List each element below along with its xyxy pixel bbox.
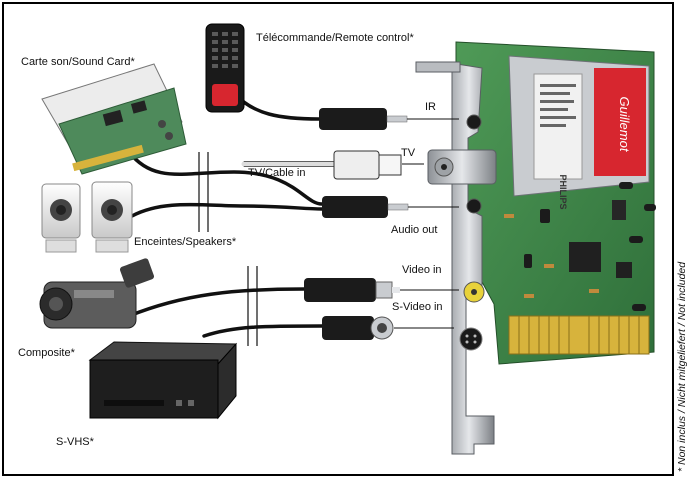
speakers	[41, 181, 133, 253]
audio-out-jack	[466, 198, 482, 214]
camcorder-cable	[127, 287, 306, 318]
tv-cable-in-label: TV/Cable in	[248, 167, 306, 179]
composite-label: Composite*	[18, 347, 75, 359]
tv-coax-plug	[333, 150, 380, 180]
video-in-label: Video in	[402, 264, 442, 276]
chip-small	[616, 262, 632, 278]
camcorder	[39, 258, 155, 329]
tv-antenna-cable-outline	[243, 161, 335, 167]
guillemot-logo: Guillemot	[617, 97, 632, 153]
ir-jack	[466, 114, 482, 130]
soundcard-cable	[127, 150, 324, 206]
svideo-in-label: S-Video in	[392, 301, 443, 313]
sound-card-label: Carte son/Sound Card*	[21, 56, 135, 68]
ir-label: IR	[425, 101, 436, 113]
ir-plug	[319, 108, 387, 130]
remote-cable	[234, 93, 321, 121]
sound-card	[41, 63, 187, 175]
svhs-recorder	[88, 341, 238, 420]
audio-out-label: Audio out	[391, 224, 438, 236]
composite-rca-plug	[304, 278, 376, 302]
pci-gold-contacts	[508, 315, 650, 355]
cable-separator-bars	[198, 152, 258, 346]
speakers-label: Enceintes/Speakers*	[134, 236, 237, 248]
tv-tuner-card: Guillemot PHILIPS	[455, 41, 656, 365]
plugs	[304, 108, 409, 340]
not-included-footnote: * Non inclus / Nicht mitgeliefert / Not …	[676, 261, 688, 472]
chip-main	[569, 242, 601, 272]
chip-eeprom	[612, 200, 626, 220]
connection-diagram: Guillemot PHILIPS	[39, 23, 656, 455]
svideo-plug	[322, 316, 374, 340]
guillemot-logo-panel	[594, 68, 646, 176]
speaker-cable	[130, 202, 324, 218]
remote-control	[205, 23, 245, 113]
diagram-frame: Guillemot PHILIPS	[2, 2, 674, 476]
audio-out-plug	[322, 196, 388, 218]
svhs-label: S-VHS*	[56, 436, 94, 448]
philips-logo: PHILIPS	[558, 174, 568, 209]
remote-control-label: Télécommande/Remote control*	[256, 32, 414, 44]
svhs-cable	[202, 324, 324, 338]
svideo-in-jack	[459, 327, 483, 351]
leader-lines	[394, 118, 459, 329]
cables	[127, 93, 337, 338]
card-bracket	[415, 61, 497, 455]
tv-label: TV	[401, 147, 416, 159]
